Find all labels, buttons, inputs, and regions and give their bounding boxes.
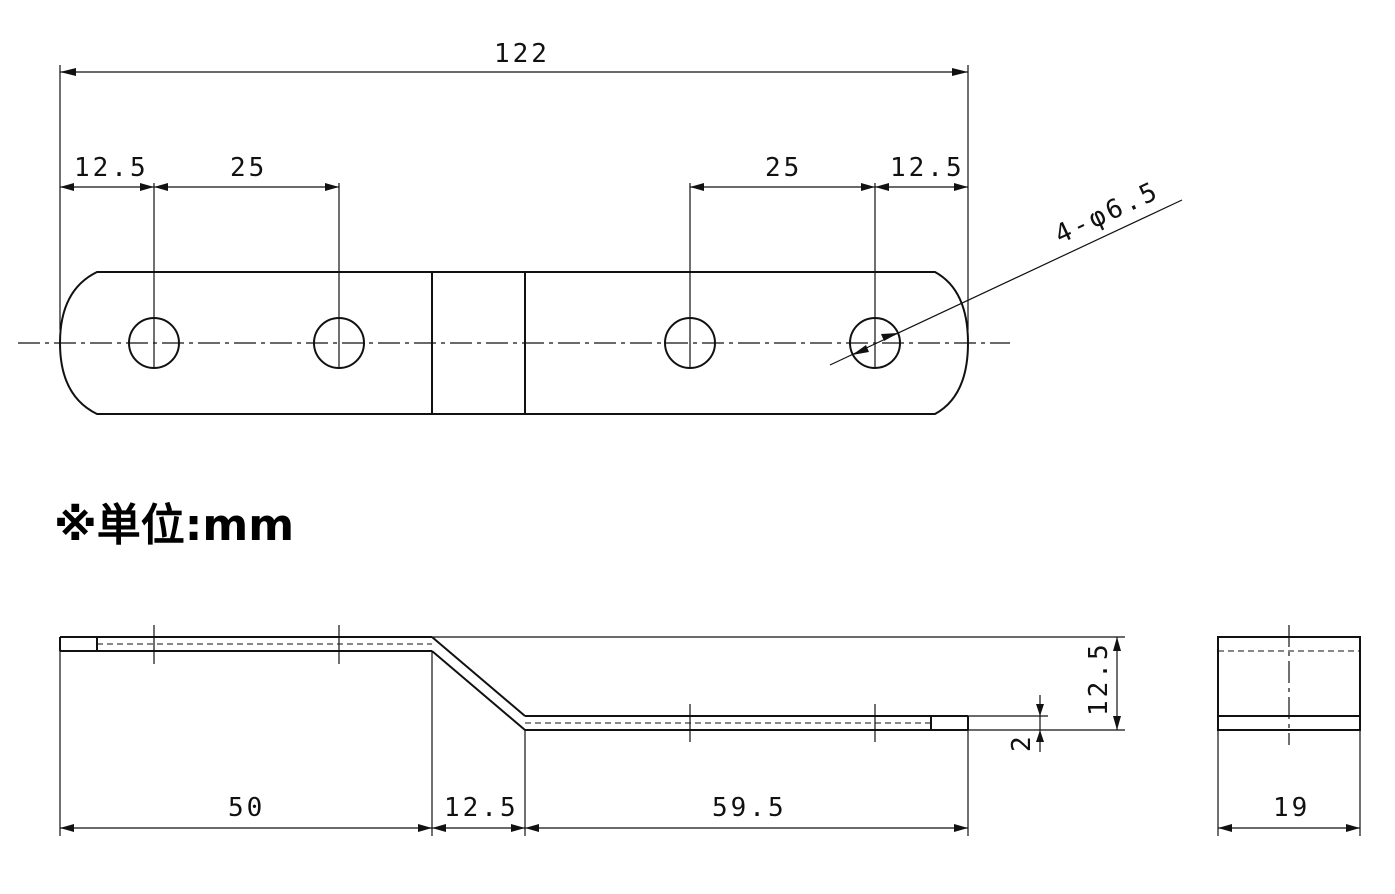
arrow	[954, 824, 968, 832]
dim-side-height: 12.5	[1084, 641, 1114, 716]
top-view: 122 12.5 25 25 12.5 4-φ6.5	[18, 39, 1183, 415]
dim-side-offset-length: 12.5	[444, 793, 519, 823]
side-slope-top	[431, 636, 526, 717]
dim-overall-length: 122	[494, 39, 550, 69]
arrow	[325, 183, 339, 191]
arrow	[511, 824, 525, 832]
dim-left-hole-pitch: 25	[230, 153, 267, 183]
dim-side-left-length: 50	[228, 793, 265, 823]
hole-callout: 4-φ6.5	[1050, 176, 1164, 250]
unit-note: ※単位:mm	[54, 500, 294, 551]
arrow	[1346, 824, 1360, 832]
arrow	[861, 183, 875, 191]
arrow	[690, 183, 704, 191]
dim-end-width: 19	[1273, 793, 1310, 823]
arrow	[1113, 716, 1121, 730]
arrow	[154, 183, 168, 191]
dim-right-hole-pitch: 25	[765, 153, 802, 183]
arrow	[1036, 730, 1044, 742]
arrow	[60, 68, 76, 76]
side-view: 50 12.5 59.5 12.5 2	[59, 625, 1125, 836]
arrow	[140, 183, 154, 191]
arrow	[1218, 824, 1232, 832]
arrow	[1113, 637, 1121, 651]
dim-right-hole-to-edge: 12.5	[890, 153, 965, 183]
dim-side-right-length: 59.5	[712, 793, 787, 823]
dim-left-edge-to-hole: 12.5	[74, 153, 149, 183]
arrow	[432, 824, 446, 832]
hole-leader	[829, 199, 1183, 366]
top-view-outline	[58, 271, 970, 415]
arrow	[418, 824, 432, 832]
arrow	[1036, 704, 1044, 716]
arrow	[881, 333, 898, 341]
arrow	[852, 345, 869, 355]
arrow	[954, 183, 968, 191]
arrow	[875, 183, 889, 191]
arrow	[952, 68, 968, 76]
arrow	[60, 183, 74, 191]
arrow	[60, 824, 74, 832]
arrow	[525, 824, 539, 832]
dim-side-thickness: 2	[1007, 733, 1037, 752]
end-view: 19	[1217, 625, 1361, 836]
side-slope-bottom	[431, 650, 526, 731]
